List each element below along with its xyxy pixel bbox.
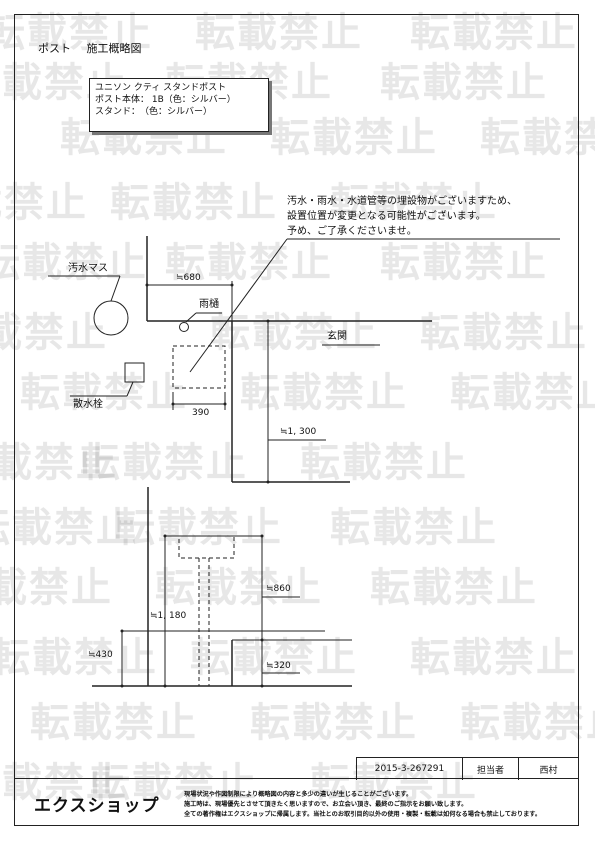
sewer-basin-circle [93,300,129,336]
title-product: ポスト [38,42,71,55]
watermark: 転載禁止 [0,310,108,356]
dim-390: 390 [192,408,210,418]
spec-box: ユニソン クティ スタンドポスト ポスト本体： 1B（色：シルバー） スタンド：… [89,78,269,132]
sewer-leader [110,275,121,302]
dim-430: ≒430 [88,650,113,660]
notice-text: 汚水・雨水・水道管等の埋設物がございますため、 設置位置が変更となる可能性がござ… [287,194,517,239]
footer-notes: 現場状況や作図制限により概略図の内容と多少の違いが生じることがございます。 施工… [184,790,541,820]
doc-number: 2015-3-267291 [356,758,462,780]
dim-680: ≒680 [176,273,201,283]
watermark: 転載禁止 [300,440,468,486]
notice-leader [189,238,288,373]
watermark: 転載禁止 [410,10,578,56]
watermark: 転載禁止 [210,310,378,356]
gutter-leader [185,312,197,323]
staff-name: 西村 [518,758,578,780]
watermark: 転載禁止 [0,760,128,806]
sewer-label: 汚水マス [68,263,108,274]
sprinkler-label: 散水栓 [73,399,103,410]
title-diagram: 施工概略図 [86,42,142,55]
watermark: 転載禁止 [410,635,578,681]
watermark: 転載禁止 [380,240,548,286]
watermark: 転載禁止 [370,565,538,611]
watermark: 転載禁止 [480,115,595,161]
post-box-elevation [178,535,235,559]
dim-1180: ≒1, 180 [150,611,187,621]
watermark: 転載禁止 [420,310,588,356]
footer-note: 全ての著作権はエクスショップに帰属します。当社とのお取引目的以外の使用・複製・転… [184,811,542,818]
watermark: 転載禁止 [20,370,188,416]
watermark: 転載禁止 [460,700,595,746]
footer-note: 施工時は、現場優先とさせて頂きたく思いますので、お立会い頂き、最終のご指示をお願… [184,801,468,808]
gutter-circle [179,322,189,332]
notice-line: 設置位置が変更となる可能性がございます。 [287,211,486,222]
sprinkler-box [124,362,145,383]
sprinkler-leader [126,381,134,397]
watermark: 転載禁止 [0,635,158,681]
watermark: 転載禁止 [155,565,323,611]
watermark: 転載禁止 [165,240,333,286]
spec-body-color: ポスト本体： 1B（色：シルバー） [95,95,236,105]
footer-divider [14,778,579,779]
watermark: 転載禁止 [115,505,283,551]
watermark: 転載禁止 [380,60,548,106]
watermark: 転載禁止 [0,565,113,611]
page-border [14,14,579,826]
notice-line: 汚水・雨水・水道管等の埋設物がございますため、 [287,196,517,207]
staff-label: 担当者 [462,758,518,780]
watermark: 転載禁止 [0,505,138,551]
watermark: 転載禁止 [0,10,153,56]
dim-320: ≒320 [266,661,291,671]
watermark: 転載禁止 [0,440,118,486]
spec-stand-color: スタンド： （色：シルバー） [95,107,213,117]
watermark: 転載禁止 [270,115,438,161]
watermark: 転載禁止 [80,440,248,486]
watermark: 転載禁止 [30,700,198,746]
notice-line: 予め、ご了承くださいませ。 [287,226,417,237]
footer-note: 現場状況や作図制限により概略図の内容と多少の違いが生じることがございます。 [184,791,413,798]
watermark: 転載禁止 [450,370,595,416]
watermark: 転載禁止 [310,760,478,806]
dim-1300: ≒1, 300 [280,427,317,437]
watermark: 転載禁止 [110,180,278,226]
watermark: 転載禁止 [90,760,258,806]
footer-info-table: 2015-3-267291 担当者 西村 [356,757,578,780]
spec-product-name: ユニソン クティ スタンドポスト [95,83,227,93]
watermark: 転載禁止 [195,10,363,56]
company-logo: エクスショップ [34,796,160,816]
watermark: 転載禁止 [330,180,498,226]
watermark: 転載禁止 [0,240,148,286]
gutter-label: 雨樋 [199,299,219,310]
page-title: ポスト 施工概略図 [38,40,154,56]
post-position-dashed [172,345,226,389]
dim-860: ≒860 [266,584,291,594]
watermark: 転載禁止 [250,700,418,746]
watermark: 転載禁止 [330,505,498,551]
entrance-label: 玄関 [327,331,347,342]
